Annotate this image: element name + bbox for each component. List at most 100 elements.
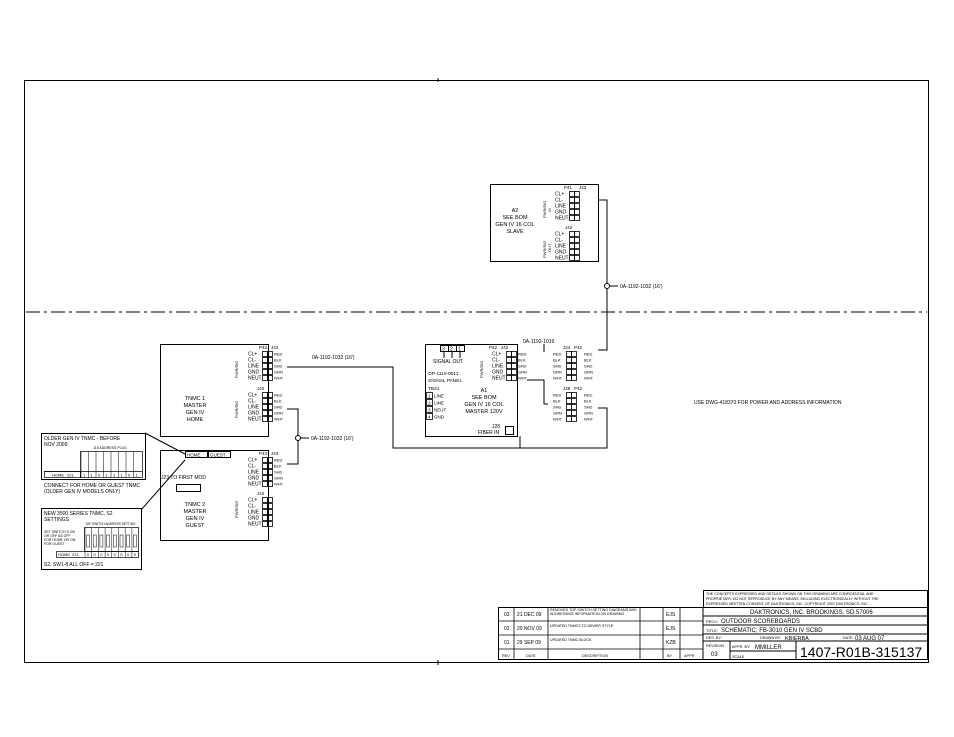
a1-label-4: MASTER 120V: [465, 409, 503, 415]
new-bit-5: 0: [120, 552, 123, 557]
mid-wire-r-1-0: RED: [584, 393, 593, 398]
a1-tb-num-0: 1: [428, 394, 431, 399]
cable-home-to-a1: [287, 366, 521, 449]
tb-drawn-by-label: DRAWN BY:: [760, 636, 781, 640]
older-caption-2: (OLDER GEN IV MODELS ONLY): [44, 489, 120, 495]
home-j42: J42: [257, 386, 265, 391]
home-top-pin-3: GND: [248, 370, 260, 376]
a2-p41: P41: [564, 185, 573, 190]
guest-j23: J23 TO FIRST MOD: [161, 475, 206, 481]
tag-guest: GUEST: [210, 453, 226, 458]
guest-top-pin-3: GND: [248, 476, 260, 482]
tb-des-by-label: DES. BY:: [706, 636, 722, 640]
rev-desc-b-0: ADDRESSING INFORMATION ON DRAWING: [550, 612, 624, 616]
guest-bottom-pin-2: LINE: [248, 510, 260, 516]
mid-wire-r-0-3: GRN: [584, 370, 593, 375]
older-subtitle: J19 ADDRESS PLUG: [93, 446, 127, 450]
new-footer: S2, SW1-8 ALL OFF = 221: [44, 562, 104, 568]
older-bit-4: 1: [113, 473, 116, 478]
guest-label-3: GEN IV: [186, 516, 205, 522]
mid-wire-l-1-0: RED: [553, 393, 562, 398]
older-bit-5: 1: [121, 473, 124, 478]
a2-pwr-sig-in: PWR/SIG: [542, 201, 547, 218]
rev-by-1: EJS: [666, 626, 676, 632]
a2-bottom-pin-3: GND: [555, 250, 567, 256]
cable-guest-label: 0A-1192-1032 (16'): [311, 436, 354, 442]
older-bit-7: 1: [136, 473, 139, 478]
home-top-pin-1: CL-: [248, 358, 256, 364]
cable-top-label: 0A-1192-1032 (16'): [620, 284, 663, 290]
a1-fiber-connector: [505, 426, 514, 435]
guest-bottom-pin-0: CL+: [248, 498, 257, 504]
new-home-label: HOME: [58, 552, 70, 557]
new-desc-3: FOR HOME OR ON: [44, 538, 76, 542]
a2-out: OUT: [547, 243, 552, 252]
a1-pin-0: CL+: [492, 352, 501, 358]
cable-break-top: [604, 283, 610, 289]
guest-bottom-pin-4: NEUT: [248, 522, 262, 528]
mid-wire-r-1-1: BLK: [584, 399, 592, 404]
a1-fiber-in: FIBER IN: [478, 430, 500, 436]
mid-wire-l-0-3: GRN: [553, 370, 562, 375]
a2-bottom-pin-4: NEUT: [555, 256, 569, 262]
home-top-wire-2: SHD: [274, 364, 283, 369]
new-subtitle: DIP SWITCH ADDRESS SETTING: [86, 522, 136, 526]
tb-date-label: DATE:: [843, 636, 854, 640]
a1-tb-num-1: 2: [428, 401, 431, 406]
tb-revision-label: REVISION: [706, 644, 724, 648]
rev-header-0: REV: [502, 654, 510, 658]
home-bottom-wire-3: GRN: [274, 411, 283, 416]
mid-wire-l-1-3: GRN: [553, 411, 562, 416]
guest-top-wire-1: BLK: [274, 464, 282, 469]
rev-desc-a-0: REMOVED TOP SWITCH SETTING DIAGRAMS AND: [550, 608, 637, 612]
module-tnmc-home: TNMC 1 MASTER GEN IV HOME P43 J43 J42 PW…: [160, 344, 284, 437]
home-top-wire-3: GRN: [274, 370, 283, 375]
mid-wire-r-0-4: WHT: [584, 376, 594, 381]
guest-label-1: TNMC 2: [185, 502, 205, 508]
home-label-4: HOME: [187, 417, 204, 423]
new-title-1: NEW 3500 SERIES TNMC, S2: [44, 511, 113, 517]
rev-by-0: EJS: [666, 612, 676, 618]
mid-wire-l-0-0: RED: [553, 352, 562, 357]
rev-num-0: 03: [504, 612, 510, 618]
home-bottom-wire-4: WHT: [274, 417, 284, 422]
a1-hdr-3: 3: [442, 347, 445, 353]
guest-label-2: MASTER: [184, 509, 207, 515]
rev-num-2: 01: [504, 640, 510, 646]
older-bit-2: 0: [98, 473, 101, 478]
confidential-1: THE CONCEPTS EXPRESSED AND DETAILS SHOWN…: [706, 592, 874, 596]
rev-num-1: 02: [504, 626, 510, 632]
mid-j24: J24: [563, 345, 571, 350]
a2-top-pin-4: NEUT: [555, 216, 569, 222]
sheet-border: [24, 80, 929, 663]
a2-top-pin-3: GND: [555, 210, 567, 216]
mid-wire-r-1-3: GRN: [584, 411, 593, 416]
title-block: THE CONCEPTS EXPRESSED AND DETAILS SHOWN…: [498, 590, 928, 660]
rev-by-2: KZB: [666, 640, 676, 646]
a2-label-3: GEN IV 16 COL: [495, 222, 534, 228]
older-bit-3: 1: [106, 473, 109, 478]
rev-header-1: DATE: [526, 654, 536, 658]
home-bottom-pin-1: CL-: [248, 399, 256, 405]
tb-revision: 03: [711, 652, 718, 658]
rev-desc-1: UPDATED TNMCS TO NEWER STYLE: [550, 624, 614, 628]
older-title-1: OLDER GEN IV TNMC - BEFORE: [44, 436, 121, 442]
mid-wire-l-1-2: SHD: [553, 405, 562, 410]
guest-top-pin-1: CL-: [248, 464, 256, 470]
confidential-2: PROPRIETARY. DO NOT REPRODUCE BY ANY MEA…: [706, 597, 879, 601]
mid-j28: J28: [563, 386, 571, 391]
guest-top-wire-2: SHD: [274, 470, 283, 475]
note-power-address: USE DWG-418370 FOR POWER AND ADDRESS INF…: [694, 400, 842, 406]
guest-top-pin-4: NEUT: [248, 482, 262, 488]
home-pwr-sig-in: PWR/SIG: [234, 361, 239, 378]
a1-j28: J28: [492, 424, 500, 430]
guest-top-wire-0: RED: [274, 458, 283, 463]
a1-tb-num-2: 3: [428, 408, 431, 413]
tb-date: 03 AUG 07: [855, 636, 885, 642]
a2-top-pin-1: CL-: [555, 198, 563, 204]
cable-break-guest: [295, 435, 301, 441]
a1-label-3: GEN IV 16 COL: [464, 402, 503, 408]
older-caption-1: CONNECT FOR HOME OR GUEST TNMC: [44, 483, 141, 489]
guest-top-pin-2: LINE: [248, 470, 260, 476]
a1-wire-1: BLK: [518, 358, 526, 363]
